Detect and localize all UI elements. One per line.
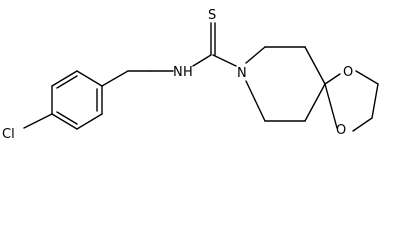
piperidine-nitrogen-label: N [237,66,247,81]
dioxolane-oxygen-top-label: O [343,65,353,80]
bond-ring [304,83,326,122]
bond-ring-double [56,75,78,89]
bond-ring-ch2 [101,70,129,87]
molecule-structure: Cl N H S N O O [2,8,379,142]
bond-ring [51,113,78,130]
sulfur-atom-label: S [208,8,216,23]
bond-ring [76,70,103,87]
bond-ring-double [56,111,78,125]
bond-c-n [212,54,237,67]
bond-ring [51,70,78,87]
benzene-ring [51,70,103,130]
bond-ring [304,46,326,85]
dioxolane-oxygen-bottom-label: O [336,123,346,138]
bond-ring [355,70,379,85]
bond-ring [76,113,103,130]
bond-ring [245,80,266,122]
amide-hydrogen-label: H [183,65,193,80]
molecule-diagram: Cl N H S N O O [2,8,379,142]
bond-ring [352,117,373,132]
bond-c-cl [23,113,53,129]
bond-ring [371,83,379,119]
bond-nh-c [192,54,212,67]
bond-ring [245,46,266,64]
bond-ring [324,83,338,129]
bond-ring [324,73,341,85]
dioxolane-ring [324,70,379,132]
piperidine-ring [245,46,326,122]
amide-nitrogen-label: N [173,65,183,80]
chlorine-atom-label: Cl [2,127,15,142]
